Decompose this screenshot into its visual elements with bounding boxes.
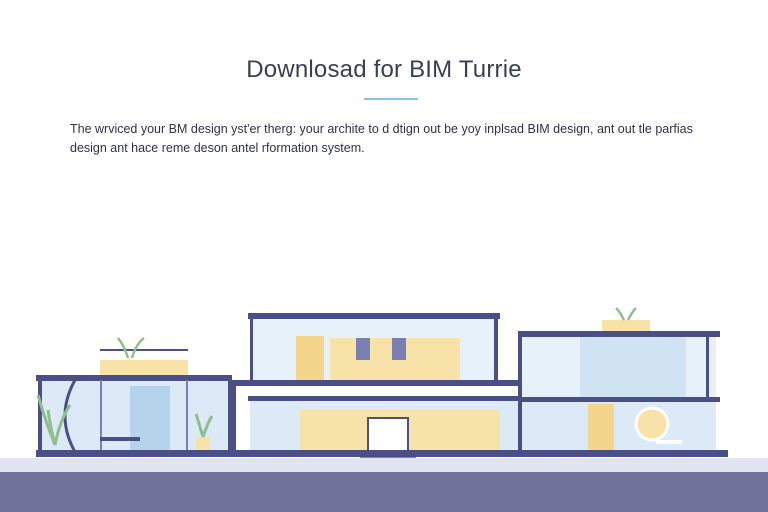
upper-window-1 bbox=[356, 338, 370, 360]
upper-window-2 bbox=[392, 338, 406, 360]
right-door-warm bbox=[588, 404, 614, 452]
right-frame-top bbox=[518, 331, 720, 337]
right-wing bbox=[518, 307, 720, 452]
building-illustration bbox=[0, 307, 768, 512]
table bbox=[100, 437, 140, 441]
roof-planter bbox=[100, 360, 188, 375]
right-roof-plant-icon bbox=[615, 307, 637, 321]
floor-slab bbox=[36, 450, 728, 457]
plant-pot bbox=[196, 437, 210, 450]
left-wing-post-mid2 bbox=[186, 380, 188, 452]
left-wing-post-mid bbox=[100, 380, 102, 452]
ground-strip-light bbox=[0, 458, 768, 472]
right-post-2 bbox=[706, 336, 709, 398]
left-wing-panel bbox=[130, 386, 170, 452]
upper-post-1 bbox=[250, 318, 253, 382]
upper-frame-bottom bbox=[236, 380, 526, 386]
right-upper-panel bbox=[580, 336, 686, 398]
left-wing-post-left bbox=[38, 380, 42, 452]
right-bench bbox=[656, 440, 682, 444]
left-plant-icon bbox=[36, 394, 72, 446]
ground-base bbox=[0, 472, 768, 512]
upper-post-2 bbox=[494, 318, 498, 382]
right-post-1 bbox=[518, 336, 522, 452]
left-wing-roof bbox=[36, 375, 232, 381]
right-frame-mid bbox=[518, 397, 720, 402]
left-wing-post-right bbox=[228, 380, 232, 452]
ground-frame-top bbox=[248, 396, 524, 401]
roof-plant-icon bbox=[117, 337, 145, 359]
round-window bbox=[634, 406, 670, 442]
title-underline bbox=[364, 98, 418, 100]
central-block bbox=[232, 313, 526, 458]
connector-post bbox=[232, 380, 236, 452]
pot-plant-icon bbox=[194, 413, 214, 438]
intro-paragraph: The wrviced your BM design yst'er therg:… bbox=[70, 122, 693, 155]
upper-door-warm bbox=[296, 336, 324, 382]
upper-frame-top bbox=[248, 313, 500, 319]
left-wing bbox=[36, 337, 232, 456]
entrance-door bbox=[367, 417, 409, 453]
page-title: Downlosad for BIM Turrie bbox=[246, 56, 522, 83]
right-roof-planter bbox=[602, 320, 650, 331]
roof-rail bbox=[100, 349, 188, 351]
right-lower-glass bbox=[520, 402, 716, 452]
